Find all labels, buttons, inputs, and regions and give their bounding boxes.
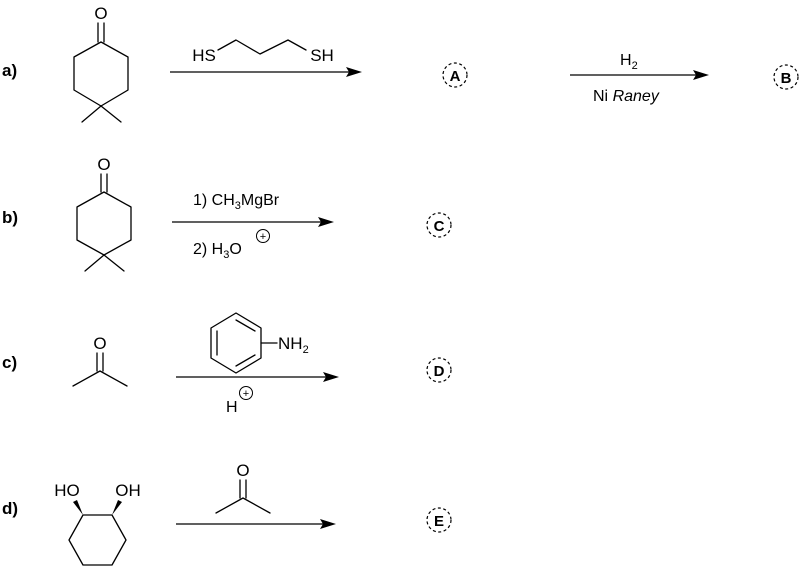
reaction-label-c: c) (2, 353, 17, 372)
product-label-d: D (434, 363, 445, 380)
product-circle-d (426, 357, 452, 383)
thiol-hs-label: HS (192, 46, 216, 65)
reaction-label-a: a) (2, 61, 17, 80)
product-circle-a (442, 62, 468, 88)
arrow-a2 (570, 70, 709, 80)
acid-catalyst: H + (226, 386, 253, 416)
arrow-a1 (170, 67, 362, 77)
arrow-d (176, 519, 336, 529)
carbonyl-oxygen-c: O (93, 334, 106, 353)
product-label-a: A (450, 68, 461, 85)
product-e: E (426, 507, 452, 533)
product-d: D (426, 357, 452, 383)
product-label-b: B (781, 70, 792, 87)
carbonyl-oxygen-b: O (97, 155, 110, 174)
reaction-b: b) O 1) CH3MgBr 2) H3O + C (2, 155, 452, 272)
amine-label: NH2 (278, 334, 309, 356)
cyclohexanone-structure-a: O (73, 4, 129, 123)
product-a: A (442, 62, 468, 88)
carbonyl-oxygen-a: O (94, 4, 107, 23)
hydrogenation-reagents: H2 Ni Raney (593, 52, 660, 105)
hydroxyl-left-label: HO (54, 481, 80, 500)
product-label-e: E (434, 513, 444, 530)
grignard-reagents: 1) CH3MgBr 2) H3O + (193, 192, 280, 261)
reaction-d: d) HO OH O E (2, 461, 452, 566)
h2-label: H2 (620, 52, 638, 72)
reaction-a: a) O HS SH A H2 Ni Raney (2, 4, 799, 123)
propanedithiol-reagent: HS SH (192, 39, 334, 65)
product-label-c: C (434, 218, 445, 235)
hydroxyl-right-label: OH (115, 481, 141, 500)
reaction-label-b: b) (2, 208, 18, 227)
positive-charge-sign-b: + (260, 231, 266, 243)
step1-reagent-label: 1) CH3MgBr (193, 192, 280, 212)
acetone-reagent-d: O (215, 461, 271, 514)
positive-charge-icon (239, 386, 253, 400)
cis-cyclohexanediol-structure: HO OH (54, 481, 141, 566)
carbonyl-oxygen-d: O (236, 461, 249, 480)
reaction-label-d: d) (2, 499, 18, 518)
thiol-sh-label: SH (310, 46, 334, 65)
raney-nickel-label: Ni Raney (593, 88, 660, 105)
product-circle-b (773, 64, 799, 90)
product-circle-c (426, 212, 452, 238)
cyclohexanone-structure-b: O (76, 155, 132, 272)
positive-charge-icon (256, 229, 270, 243)
proton-label: H (226, 399, 238, 416)
aniline-reagent: NH2 (210, 312, 309, 374)
wedge-bond-left (73, 500, 83, 515)
product-circle-e (426, 507, 452, 533)
product-b: B (773, 64, 799, 90)
positive-charge-sign-c: + (243, 388, 249, 400)
arrow-b (172, 217, 334, 227)
step2-reagent-label: 2) H3O (193, 241, 242, 261)
reaction-c: c) O NH2 H + D (2, 312, 452, 416)
arrow-c (176, 372, 339, 382)
acetone-structure-c: O (72, 334, 128, 387)
wedge-bond-right (112, 500, 122, 515)
product-c: C (426, 212, 452, 238)
